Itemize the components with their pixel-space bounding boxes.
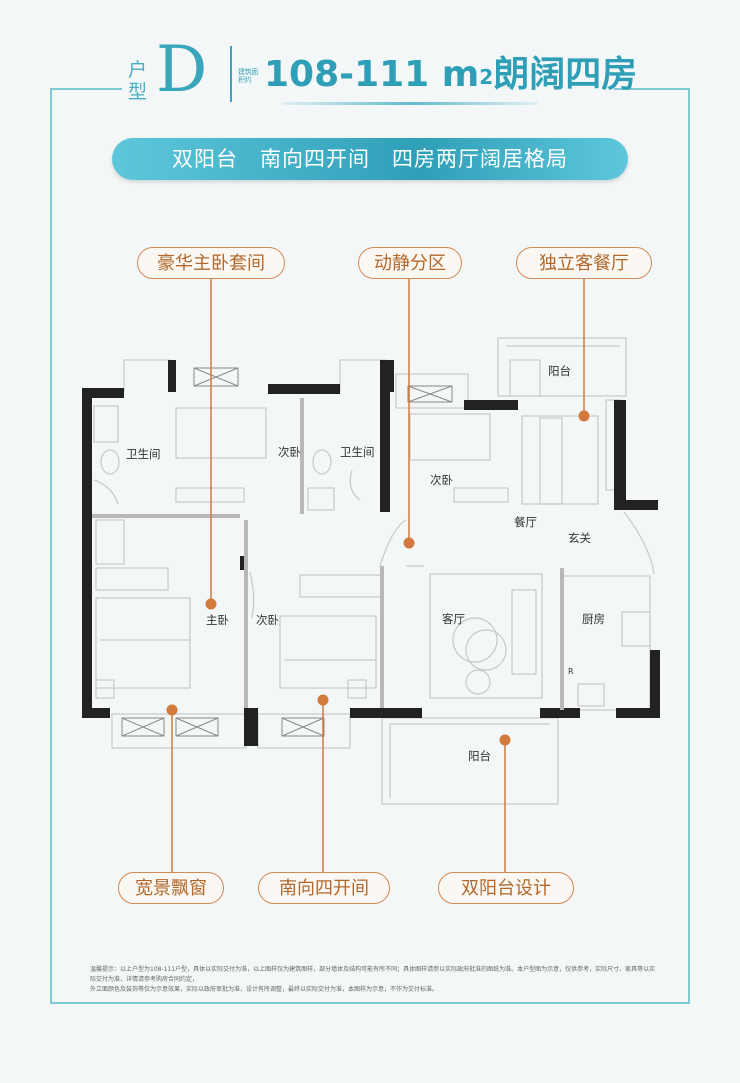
callout-dot bbox=[205, 598, 217, 610]
window-glyphs bbox=[121, 367, 453, 737]
room-label-master: 主卧 bbox=[206, 613, 229, 627]
room-label-bedroom-2b: 次卧 bbox=[430, 473, 453, 487]
room-label-bedroom-2c: 次卧 bbox=[256, 613, 279, 627]
room-label-dining: 餐厅 bbox=[514, 515, 537, 529]
area-label: 建筑面积约 bbox=[238, 68, 259, 84]
callout-dots bbox=[166, 410, 590, 746]
frame-top-left bbox=[50, 88, 122, 90]
callout-living-dining: 独立客餐厅 bbox=[516, 247, 652, 279]
callout-south-frontage: 南向四开间 bbox=[258, 872, 390, 904]
plan-thin-partitions bbox=[92, 398, 564, 710]
area-text: 108-111 m2朗阔四房 bbox=[264, 51, 637, 99]
area-sup: 2 bbox=[479, 65, 494, 89]
room-label-entry: 玄关 bbox=[568, 531, 591, 545]
header-divider bbox=[230, 46, 232, 102]
fridge-mark: R bbox=[568, 667, 574, 676]
callout-dot bbox=[317, 694, 329, 706]
room-label-balcony-s: 阳台 bbox=[468, 749, 491, 763]
features-banner: 双阳台 南向四开间 四房两厅阔居格局 bbox=[112, 138, 628, 180]
plan-thin-lines bbox=[93, 337, 655, 805]
callout-double-balcony: 双阳台设计 bbox=[438, 872, 574, 904]
callout-leaders bbox=[171, 279, 585, 872]
area-value: 108-111 m bbox=[264, 54, 480, 95]
callout-dot bbox=[403, 537, 415, 549]
type-label-2: 型 bbox=[128, 81, 148, 103]
callout-dot bbox=[166, 704, 178, 716]
type-letter: D bbox=[156, 33, 208, 107]
callout-zoning: 动静分区 bbox=[358, 247, 462, 279]
room-label-living: 客厅 bbox=[442, 612, 465, 626]
room-label-bedroom-2a: 次卧 bbox=[278, 445, 301, 459]
room-label-balcony-ne: 阳台 bbox=[548, 364, 571, 378]
footnote: 温馨提示：以上户型为108-111户型，具体以实际交付为准，以上图样仅为建筑图样… bbox=[90, 966, 656, 993]
frame-top-right bbox=[614, 88, 690, 90]
content-frame bbox=[50, 88, 690, 1004]
title-underline bbox=[282, 102, 538, 105]
room-label-kitchen: 厨房 bbox=[582, 612, 605, 626]
plan-walls bbox=[82, 360, 660, 746]
callout-dot bbox=[499, 734, 511, 746]
room-label-bath-2: 卫生间 bbox=[340, 445, 375, 459]
area-desc: 朗阔四房 bbox=[493, 54, 638, 95]
callout-bay-window: 宽景飘窗 bbox=[118, 872, 224, 904]
callout-master-suite: 豪华主卧套间 bbox=[137, 247, 285, 279]
room-label-bath-1: 卫生间 bbox=[126, 447, 161, 461]
type-label-1: 户 bbox=[128, 59, 148, 81]
callout-dot bbox=[578, 410, 590, 422]
